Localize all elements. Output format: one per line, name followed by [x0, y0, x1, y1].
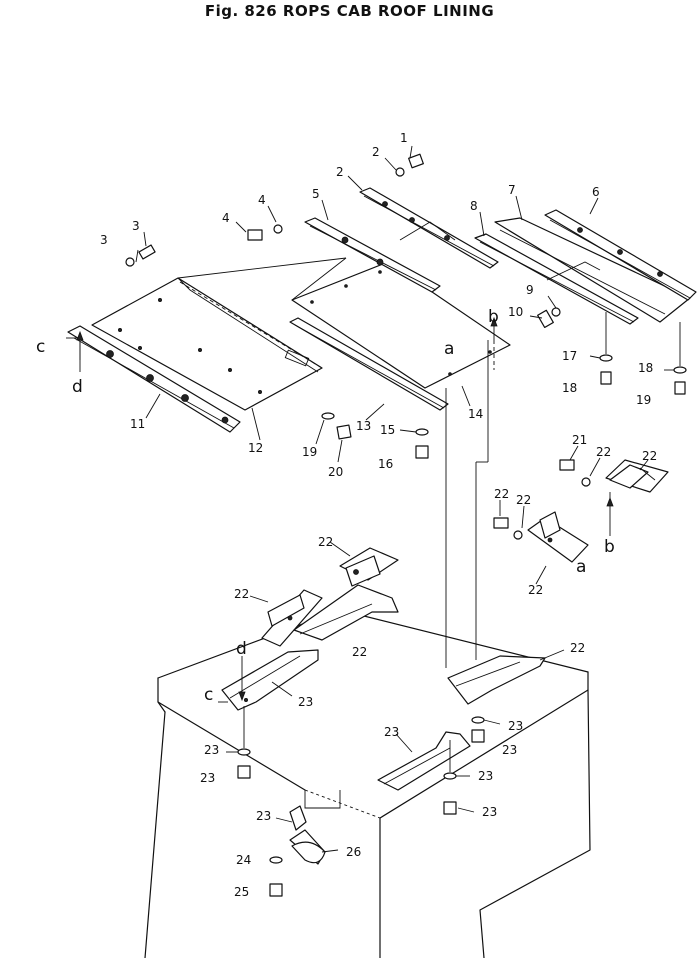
alignment-lines: [445, 340, 611, 668]
bolt-part-13: [247, 224, 283, 241]
molding-part-8: [544, 209, 697, 301]
bolt-part-10: [125, 244, 156, 267]
bracket-part-1-lower: [261, 589, 323, 647]
callout-25: 25: [234, 885, 249, 899]
ref-a-right: a: [576, 557, 586, 577]
callout-20: 8: [470, 199, 478, 213]
ref-d-upper: d: [72, 377, 83, 397]
callout-5: 2: [336, 165, 344, 179]
callout-23-left: 19: [302, 445, 317, 459]
callout-22-upper: 10: [508, 305, 523, 319]
bracket-part-19-right: [447, 655, 546, 705]
callout-1-b: 22: [234, 587, 249, 601]
callout-22-lower-b: 23: [502, 743, 517, 757]
callout-11: 3: [100, 233, 108, 247]
molding-part-12: [304, 217, 441, 293]
callout-2-a: 22: [642, 449, 657, 463]
ref-b-upper: b: [488, 307, 499, 327]
callout-23-lower-a: 23: [204, 743, 219, 757]
callout-22-mid: 16: [378, 457, 393, 471]
callout-9: 11: [130, 417, 145, 431]
callout-19-b: 22: [570, 641, 585, 655]
callout-22-lower-a: 23: [200, 771, 215, 785]
callout-22-right-b: 19: [636, 393, 651, 407]
bracket-part-19-upper: [293, 584, 399, 641]
molding-part-20: [474, 233, 639, 325]
fasteners-lower: [237, 706, 485, 815]
callout-1-a: 22: [528, 583, 543, 597]
callout-22-right-a: 18: [562, 381, 577, 395]
callout-8: 6: [592, 185, 600, 199]
reference-arrows: [76, 316, 614, 703]
ref-a-upper: a: [444, 339, 454, 359]
callout-23-lower-b: 23: [508, 719, 523, 733]
bracket-part-18-right: [377, 731, 471, 791]
roof-lining-panel-center: [291, 261, 511, 389]
bracket-part-1-right: [527, 511, 589, 563]
callout-23-right-b: 18: [638, 361, 653, 375]
molding-part-21: [289, 317, 449, 411]
bracket-part-2-right: [605, 459, 669, 493]
ref-d-lower: d: [236, 639, 247, 659]
figure-title: Fig. 826 ROPS CAB ROOF LINING: [204, 2, 495, 20]
callout-6: 1: [400, 131, 408, 145]
ref-c-upper: c: [36, 337, 45, 357]
callout-leaders: [135, 145, 674, 853]
callout-7: 2: [372, 145, 380, 159]
callout-22-left: 20: [328, 465, 343, 479]
fastener-stack-right: [599, 312, 687, 395]
callout-16: 14: [468, 407, 483, 421]
callout-4-a: 22: [596, 445, 611, 459]
callout-3-b: 22: [494, 487, 509, 501]
bolt-part-6: [395, 153, 424, 177]
bracket-part-2-lower: [339, 547, 399, 587]
callout-2-b: 22: [318, 535, 333, 549]
callout-26: 24: [236, 853, 251, 867]
callout-18-a: 23: [298, 695, 313, 709]
roof-lining-panel-left: [91, 277, 323, 411]
molding-part-5: [359, 187, 499, 269]
ref-c-lower: c: [204, 685, 213, 705]
reference-letters: c d a b a b c d: [36, 307, 615, 705]
callout-23-upper: 9: [526, 283, 534, 297]
bracket-part-24: [269, 805, 326, 897]
fastener-stack-left: [321, 412, 429, 459]
callout-18-b: 23: [384, 725, 399, 739]
callout-13: 4: [222, 211, 230, 225]
callout-15: 12: [248, 441, 263, 455]
callout-19-a: 22: [352, 645, 367, 659]
callout-4-b: 22: [516, 493, 531, 507]
callout-27: 26: [346, 845, 361, 859]
callout-14: 4: [258, 193, 266, 207]
callout-24: 23: [256, 809, 271, 823]
molding-part-9: [67, 325, 241, 433]
fasteners-right-middle: [493, 459, 591, 540]
callout-23-mid: 15: [380, 423, 395, 437]
callout-12: 5: [312, 187, 320, 201]
ref-b-right: b: [604, 537, 615, 557]
callout-23-right-a: 17: [562, 349, 577, 363]
callout-labels: 1 2 2 3 3 4 4 5 6 7 8 9 10 11 12 13 14 1…: [100, 131, 657, 899]
callout-23-lower-c: 23: [478, 769, 493, 783]
callout-3-a: 21: [572, 433, 587, 447]
callout-17: 7: [508, 183, 516, 197]
callout-10: 3: [132, 219, 140, 233]
callout-22-lower-c: 23: [482, 805, 497, 819]
callout-21: 13: [356, 419, 371, 433]
